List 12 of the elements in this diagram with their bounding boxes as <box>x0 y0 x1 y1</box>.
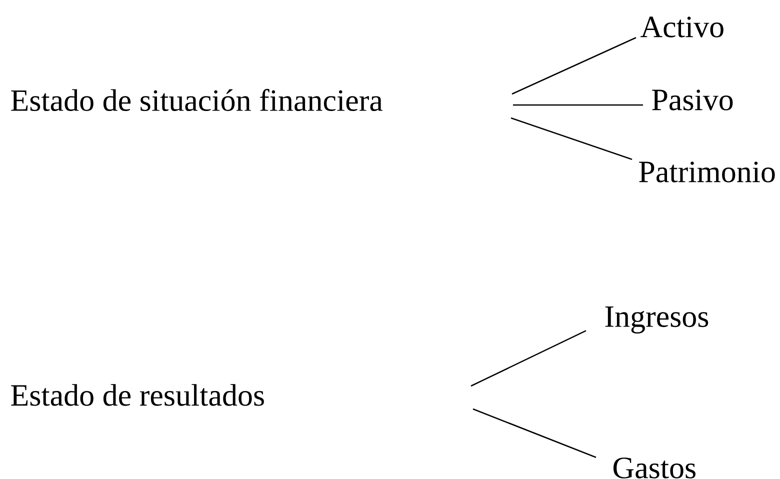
term-label: Gastos <box>613 458 696 478</box>
branch-line <box>512 37 636 95</box>
branch-line <box>510 117 632 160</box>
branch-line <box>513 104 643 106</box>
term-label: Patrimonio <box>639 162 775 182</box>
branch-line <box>472 408 596 458</box>
term-label: Ingresos <box>605 306 708 334</box>
term-label: Estado de situación financiera <box>11 88 383 112</box>
term-label: Estado de resultados <box>11 384 264 406</box>
term-label: Pasivo <box>652 90 733 110</box>
branch-line <box>470 330 586 387</box>
term-label: Activo <box>640 16 724 38</box>
